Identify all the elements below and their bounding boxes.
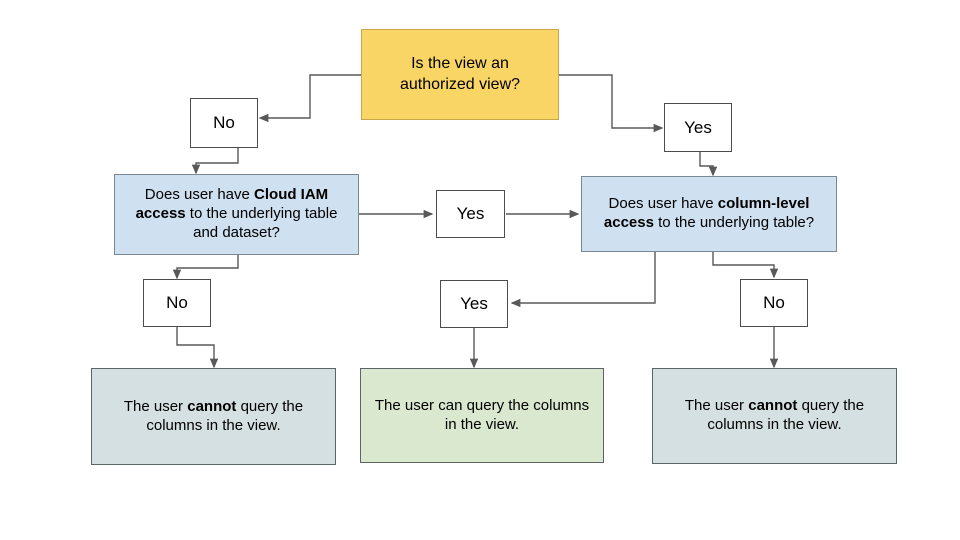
node-label-top-no[interactable]: No: [190, 98, 258, 148]
outcome-right-text: The user cannot query the columns in the…: [659, 397, 890, 435]
connector-no-to-cloud-iam: [191, 148, 239, 175]
question-text: Is the view an authorized view?: [400, 54, 520, 94]
outcome-middle-text: The user can query the columns in the vi…: [374, 396, 590, 433]
connector-question-to-no: [258, 74, 361, 123]
node-outcome-middle[interactable]: The user can query the columns in the vi…: [360, 368, 604, 463]
node-label-mid-yes[interactable]: Yes: [436, 190, 505, 238]
connector-cloud-iam-to-no: [172, 255, 239, 280]
cloud-iam-part-1: Does user have: [144, 186, 255, 204]
node-decision-cloud-iam[interactable]: Does user have Cloud IAM access to the u…: [114, 174, 359, 255]
column-level-part-1: Does user have: [608, 195, 718, 213]
node-outcome-right[interactable]: The user cannot query the columns in the…: [652, 368, 897, 464]
question-line-2: authorized view?: [399, 75, 521, 93]
connector-column-level-to-no: [712, 252, 779, 279]
connector-no-to-outcome-left: [176, 327, 219, 369]
question-line-1: Is the view an: [411, 55, 509, 73]
label-column-yes-text: Yes: [460, 294, 488, 314]
connector-column-level-to-yes: [510, 252, 656, 308]
node-label-iam-no[interactable]: No: [143, 279, 211, 327]
decision-column-level-text: Does user have column-level access to th…: [588, 195, 830, 233]
node-question-authorized-view[interactable]: Is the view an authorized view?: [361, 29, 559, 120]
label-column-no-text: No: [763, 293, 785, 313]
decision-cloud-iam-text: Does user have Cloud IAM access to the u…: [121, 186, 352, 243]
outcome-left-text: The user cannot query the columns in the…: [98, 398, 329, 436]
outcome-right-part-1: The user: [684, 397, 749, 415]
outcome-left-part-2: query the columns in the view.: [146, 397, 304, 434]
label-top-no-text: No: [213, 113, 235, 133]
node-label-column-yes[interactable]: Yes: [440, 280, 508, 328]
outcome-left-bold-1: cannot: [187, 397, 237, 415]
outcome-right-part-2: query the columns in the view.: [707, 397, 865, 433]
cloud-iam-bold-2: access: [135, 205, 186, 223]
column-level-bold-1: column-level access: [603, 195, 810, 231]
node-label-top-yes[interactable]: Yes: [664, 103, 732, 152]
node-label-column-no[interactable]: No: [740, 279, 808, 327]
label-mid-yes-text: Yes: [456, 204, 485, 224]
connector-yes-to-column-level: [699, 152, 718, 177]
connector-question-to-yes: [559, 74, 664, 133]
label-top-yes-text: Yes: [684, 117, 712, 137]
outcome-left-part-1: The user: [123, 397, 188, 415]
node-decision-column-level[interactable]: Does user have column-level access to th…: [581, 176, 837, 252]
label-iam-no-text: No: [166, 293, 188, 313]
cloud-iam-part-3: to the underlying table and dataset?: [185, 205, 338, 241]
node-outcome-left[interactable]: The user cannot query the columns in the…: [91, 368, 336, 465]
cloud-iam-bold-1: Cloud IAM: [254, 186, 329, 204]
column-level-part-2: to the underlying table?: [653, 214, 815, 231]
outcome-right-bold-1: cannot: [748, 397, 798, 415]
